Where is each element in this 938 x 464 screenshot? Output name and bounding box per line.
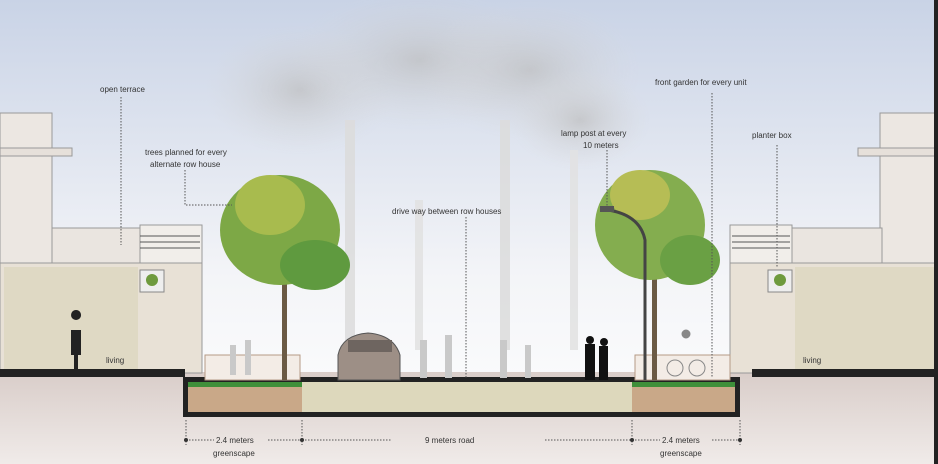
label-lamp-line2: 10 meters — [583, 141, 619, 150]
right-tree — [595, 170, 720, 380]
dimension-lines — [184, 420, 742, 445]
label-front-garden: front garden for every unit — [655, 78, 747, 87]
dim-left-green-2: greenscape — [213, 449, 255, 458]
dim-right-green-2: greenscape — [660, 449, 702, 458]
dim-right-green-1: 2.4 meters — [662, 436, 700, 445]
label-trees-line2: alternate row house — [150, 160, 221, 169]
left-green-strip — [188, 382, 302, 387]
label-open-terrace: open terrace — [100, 85, 145, 94]
lamp-post — [600, 206, 647, 380]
people — [230, 329, 706, 380]
dim-road: 9 meters road — [425, 436, 474, 445]
label-planter-box: planter box — [752, 131, 792, 140]
right-soil — [632, 387, 735, 412]
right-row-house — [729, 112, 938, 377]
road-slab — [302, 382, 632, 412]
label-lamp-line1: lamp post at every — [561, 129, 626, 138]
leader-lines — [120, 93, 778, 378]
right-green-strip — [632, 382, 735, 387]
left-tree — [220, 175, 350, 380]
background-palms — [205, 0, 650, 350]
street-cross-section — [183, 377, 740, 417]
label-driveway: drive way between row houses — [392, 207, 501, 216]
right-border — [934, 0, 938, 464]
left-soil — [188, 387, 302, 412]
dim-left-green-1: 2.4 meters — [216, 436, 254, 445]
label-living-right: living — [803, 356, 821, 365]
left-row-house — [0, 112, 203, 377]
label-trees-line1: trees planned for every — [145, 148, 227, 157]
car — [337, 332, 401, 381]
person-silhouette — [71, 310, 82, 370]
label-living-left: living — [106, 356, 124, 365]
